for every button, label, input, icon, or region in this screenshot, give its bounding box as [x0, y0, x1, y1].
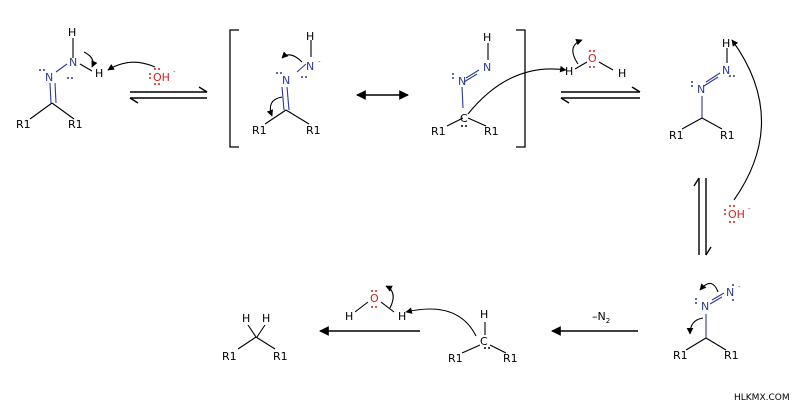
atom-h: H [95, 67, 103, 80]
alkyl-diazene: N N H R1 R1 [669, 37, 735, 142]
atom-h: H [345, 310, 353, 323]
atom-h: H [722, 37, 730, 50]
atom-h: H [68, 26, 76, 39]
atom-h: H [242, 312, 250, 325]
equilibrium-arrow-2 [560, 86, 641, 104]
r1-label: R1 [252, 124, 267, 137]
r1-label: R1 [448, 352, 463, 365]
atom-n: N [483, 61, 491, 74]
equilibrium-arrow-vertical [693, 177, 712, 256]
charge-minus: - [748, 205, 751, 213]
charge-minus: - [173, 68, 176, 76]
atom-n: N [306, 60, 314, 73]
hydroxide-2: OH - [724, 39, 763, 223]
carbanion: H C R1 R1 [405, 307, 518, 365]
atom-c: C [480, 335, 488, 348]
charge-minus: - [318, 58, 321, 66]
r1-label: R1 [484, 125, 499, 138]
hydroxide-o: OH [153, 71, 170, 84]
bracket-left [229, 29, 239, 148]
alkane-product: H H R1 R1 [222, 312, 288, 363]
hydrazone-molecule: N N H H R1 R1 [16, 26, 103, 131]
atom-n: N [282, 74, 290, 87]
atom-h: H [483, 31, 491, 44]
hydroxide-o: OH [728, 208, 745, 221]
equilibrium-arrow-1 [129, 86, 208, 104]
r1-label: R1 [673, 349, 688, 362]
atom-n: N [458, 75, 466, 88]
n2-label: –N2 [592, 310, 610, 325]
atom-n: N [701, 300, 709, 313]
diazene-anion: N N - R1 R1 [673, 282, 741, 362]
charge-minus: - [738, 283, 741, 291]
r1-label: R1 [669, 129, 684, 142]
atom-n: N [726, 286, 734, 299]
atom-n: N [722, 64, 730, 77]
hydroxide-1: OH - [107, 61, 176, 85]
atom-h: H [306, 30, 314, 43]
atom-c: C [460, 112, 468, 125]
bracket-right [516, 29, 526, 148]
atom-h: H [565, 65, 573, 78]
r1-label: R1 [431, 125, 446, 138]
atom-n: N [697, 83, 705, 96]
watermark: HLKMX.COM [734, 393, 790, 403]
r1-label: R1 [16, 118, 31, 131]
atom-n: N [45, 71, 53, 84]
r1-label: R1 [720, 129, 735, 142]
hydrazone-anion: N N - H R1 R1 [252, 30, 321, 137]
r1-label: R1 [306, 124, 321, 137]
r1-label: R1 [273, 350, 288, 363]
atom-n: N [69, 56, 77, 69]
loss-of-n2-arrow: –N2 [551, 310, 638, 336]
atom-h: H [618, 67, 626, 80]
atom-h: H [262, 312, 270, 325]
water-1: H O H [565, 38, 626, 80]
atom-h: H [480, 308, 488, 321]
r1-label: R1 [503, 352, 518, 365]
atom-h: H [398, 310, 406, 323]
r1-label: R1 [222, 350, 237, 363]
carbanion-resonance: N N H C R1 R1 [431, 31, 567, 138]
r1-label: R1 [724, 349, 739, 362]
water-2: H O H [345, 285, 406, 323]
r1-label: R1 [68, 118, 83, 131]
water-o: O [588, 52, 597, 65]
water-o: O [370, 292, 379, 305]
